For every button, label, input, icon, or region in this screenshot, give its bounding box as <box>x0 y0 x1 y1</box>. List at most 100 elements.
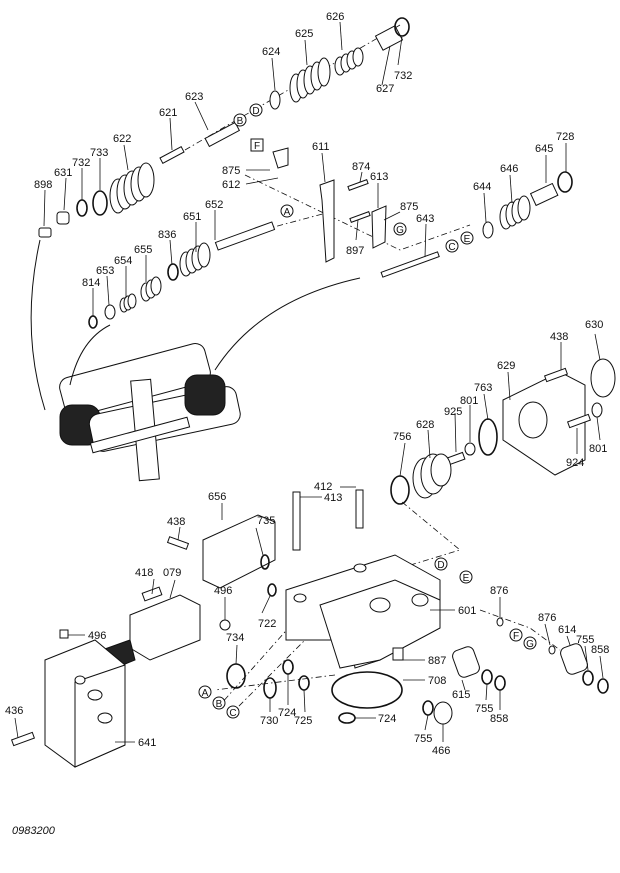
label-654: 654 <box>114 255 132 267</box>
label-858-far: 858 <box>591 644 609 656</box>
part-436-bolt <box>10 731 36 747</box>
part-876-pin-left <box>496 617 504 627</box>
marker-f-right: F <box>509 628 523 642</box>
svg-text:D: D <box>437 560 444 571</box>
label-897: 897 <box>346 245 364 257</box>
label-733: 733 <box>90 147 108 159</box>
label-601: 601 <box>458 605 476 617</box>
spool-assembly-top <box>159 17 410 164</box>
svg-text:F: F <box>254 141 260 152</box>
label-613: 613 <box>370 171 388 183</box>
part-629-bore <box>518 401 548 439</box>
label-438-right: 438 <box>550 331 568 343</box>
label-645: 645 <box>535 143 553 155</box>
label-814: 814 <box>82 277 100 289</box>
part-836-ring <box>167 263 179 281</box>
part-858-ring-far <box>597 678 609 694</box>
marker-f-top: F <box>250 138 264 152</box>
label-626: 626 <box>326 11 344 23</box>
leader-lines <box>14 21 604 743</box>
part-438-bolt-left <box>166 536 190 550</box>
marker-e-top: E <box>460 231 474 245</box>
label-496-center: 496 <box>214 585 232 597</box>
part-732-ring-top <box>394 17 410 37</box>
label-728: 728 <box>556 131 574 143</box>
part-621-pin <box>159 146 185 164</box>
part-646-spring <box>499 195 531 230</box>
label-924: 924 <box>566 457 584 469</box>
label-876-right: 876 <box>538 612 556 624</box>
marker-d-top: D <box>249 103 263 117</box>
part-623-pin <box>204 121 241 148</box>
marker-g-right: G <box>523 636 537 650</box>
label-708: 708 <box>428 675 446 687</box>
svg-text:B: B <box>216 699 223 710</box>
svg-text:A: A <box>284 207 291 218</box>
part-612-bracket <box>272 147 289 169</box>
label-466: 466 <box>432 745 450 757</box>
label-756: 756 <box>393 431 411 443</box>
label-801-right: 801 <box>589 443 607 455</box>
part-876-pin-right <box>548 645 556 655</box>
document-code: 0983200 <box>12 825 56 837</box>
assembled-spool-illustration <box>30 239 361 482</box>
svg-text:A: A <box>202 688 209 699</box>
marker-e-mid: E <box>459 570 473 584</box>
label-724-left: 724 <box>278 707 296 719</box>
marker-b-bottom: B <box>212 696 226 710</box>
part-624-washer <box>269 90 281 110</box>
label-755-lower: 755 <box>414 733 432 745</box>
marker-a-top: A <box>280 204 294 218</box>
label-611: 611 <box>312 141 330 153</box>
label-876-left: 876 <box>490 585 508 597</box>
label-612: 612 <box>222 179 240 191</box>
part-801-washer-right <box>591 402 603 418</box>
label-625: 625 <box>295 28 313 40</box>
label-436: 436 <box>5 705 23 717</box>
label-628: 628 <box>416 419 434 431</box>
part-728-ring <box>557 171 573 193</box>
label-651: 651 <box>183 211 201 223</box>
label-644: 644 <box>473 181 491 193</box>
part-722-ring <box>267 583 277 597</box>
label-621: 621 <box>159 107 177 119</box>
svg-text:E: E <box>464 234 471 245</box>
label-725: 725 <box>294 715 312 727</box>
part-898-plug <box>38 227 52 238</box>
marker-a-bottom: A <box>198 685 212 699</box>
part-814-ring <box>88 315 98 329</box>
part-724-ring <box>282 659 294 675</box>
label-874: 874 <box>352 161 370 173</box>
label-631: 631 <box>54 167 72 179</box>
label-656: 656 <box>208 491 226 503</box>
label-412: 412 <box>314 481 332 493</box>
part-858-ring-right <box>494 675 506 691</box>
part-897-pin <box>349 211 371 223</box>
reference-markers: B D F A G C E D E F G A B C <box>198 103 537 719</box>
label-079: 079 <box>163 567 181 579</box>
svg-text:C: C <box>229 708 236 719</box>
label-732-top: 732 <box>394 70 412 82</box>
part-874-pin <box>347 179 369 191</box>
part-735-ring <box>260 554 270 570</box>
label-624: 624 <box>262 46 280 58</box>
label-627: 627 <box>376 83 394 95</box>
marker-b-top: B <box>233 113 247 127</box>
part-755-ring-far <box>582 670 594 686</box>
marker-c-top: C <box>445 239 459 253</box>
label-732-left: 732 <box>72 157 90 169</box>
label-898: 898 <box>34 179 52 191</box>
label-722: 722 <box>258 618 276 630</box>
cover-assembly-right <box>390 358 616 505</box>
label-438-left: 438 <box>167 516 185 528</box>
label-735: 735 <box>257 515 275 527</box>
svg-text:G: G <box>396 225 404 236</box>
solenoid-block-assembly <box>10 586 201 768</box>
part-724-ring-small <box>338 712 356 724</box>
part-615-plug <box>452 646 480 678</box>
spool-assembly-left <box>38 162 155 238</box>
label-858-right: 858 <box>490 713 508 725</box>
label-653: 653 <box>96 265 114 277</box>
part-763-ring <box>478 418 498 456</box>
label-622: 622 <box>113 133 131 145</box>
